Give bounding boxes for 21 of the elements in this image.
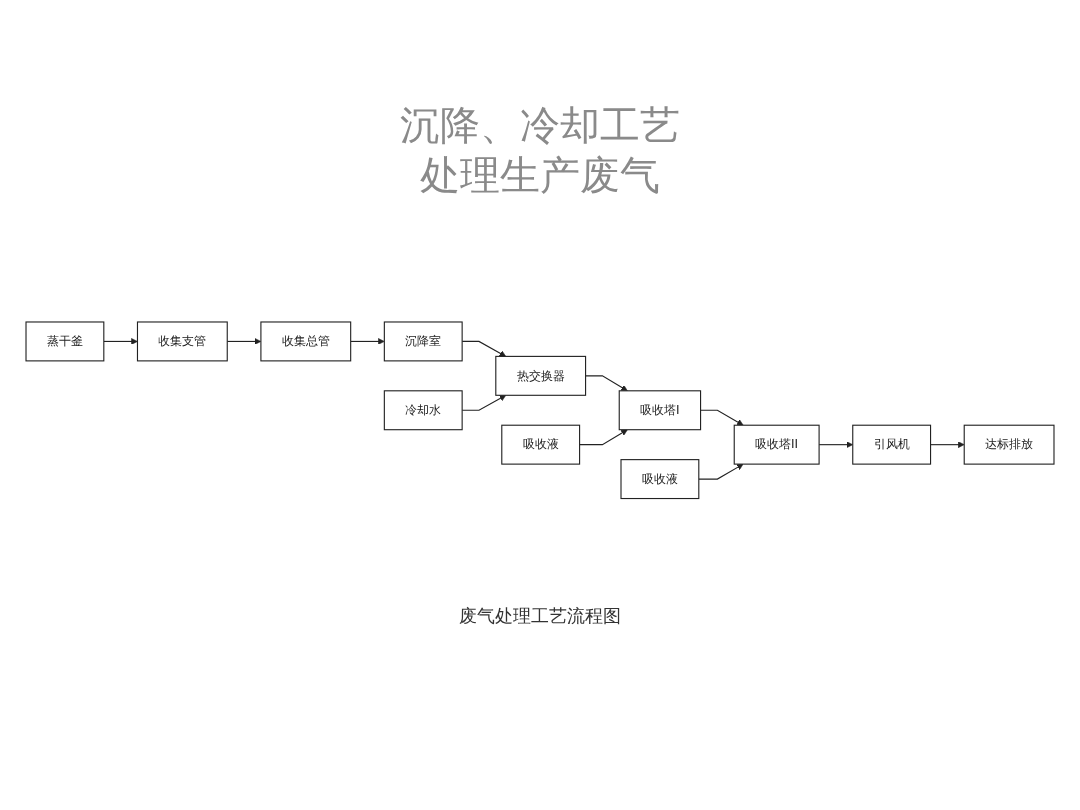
slide-title: 沉降、冷却工艺处理生产废气: [399, 101, 681, 200]
process-box: 收集支管: [136, 321, 228, 362]
arrow: [350, 337, 385, 345]
arrow: [700, 409, 744, 426]
process-box: 吸收塔II: [733, 424, 820, 465]
process-box: 吸收塔I: [618, 390, 702, 430]
process-box: 收集总管: [260, 321, 352, 362]
process-box: 引风机: [852, 424, 932, 465]
arrow: [103, 337, 138, 345]
process-box: 冷却水: [383, 390, 463, 430]
process-box: 热交换器: [495, 355, 587, 396]
arrow: [585, 375, 628, 391]
figure-caption: 废气处理工艺流程图: [459, 604, 621, 628]
arrow: [698, 463, 744, 480]
process-box: 沉降室: [383, 321, 463, 362]
process-box: 吸收液: [501, 424, 581, 465]
arrow: [579, 429, 628, 445]
process-box: 吸收液: [620, 458, 700, 499]
arrow: [930, 441, 965, 448]
process-box: 蒸干釜: [25, 321, 105, 362]
process-box: 达标排放: [963, 424, 1055, 465]
